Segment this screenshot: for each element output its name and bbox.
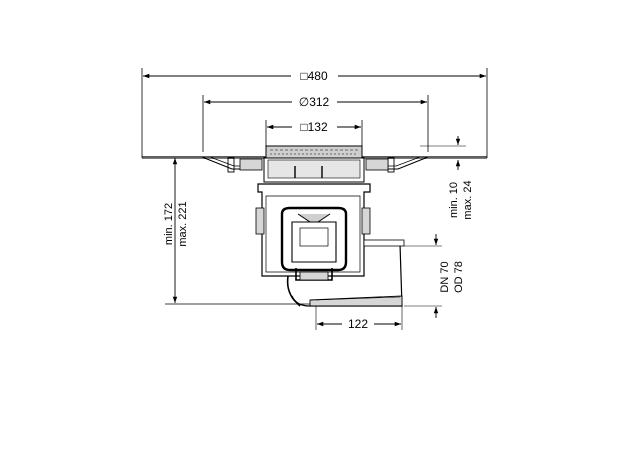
diameter-label: ∅312 [299,95,330,109]
inner-square-label: □132 [300,120,328,134]
height-min-label: min. 172 [163,203,175,245]
outlet-dn-label: DN 70 [439,261,451,292]
dimension-adjust: min. 10 max. 24 [420,136,474,220]
outer-width-label: □480 [300,69,328,83]
height-max-label: max. 221 [177,201,189,246]
dimension-diameter: ∅312 [202,95,429,152]
dimension-height: min. 172 max. 221 [163,156,310,305]
adjust-max-label: max. 24 [462,180,474,219]
outlet-offset-label: 122 [348,317,368,331]
drain-body [255,183,371,281]
dimension-outer-width: □480 [141,68,488,158]
outlet-od-label: OD 78 [453,261,465,293]
adjust-min-label: min. 10 [448,182,460,218]
outlet-pipe [286,239,405,307]
drain-grating [263,145,365,183]
dimension-outlet: DN 70 OD 78 [404,234,465,318]
dimension-inner-square: □132 [265,120,363,148]
dimension-outlet-offset: 122 [315,306,403,331]
